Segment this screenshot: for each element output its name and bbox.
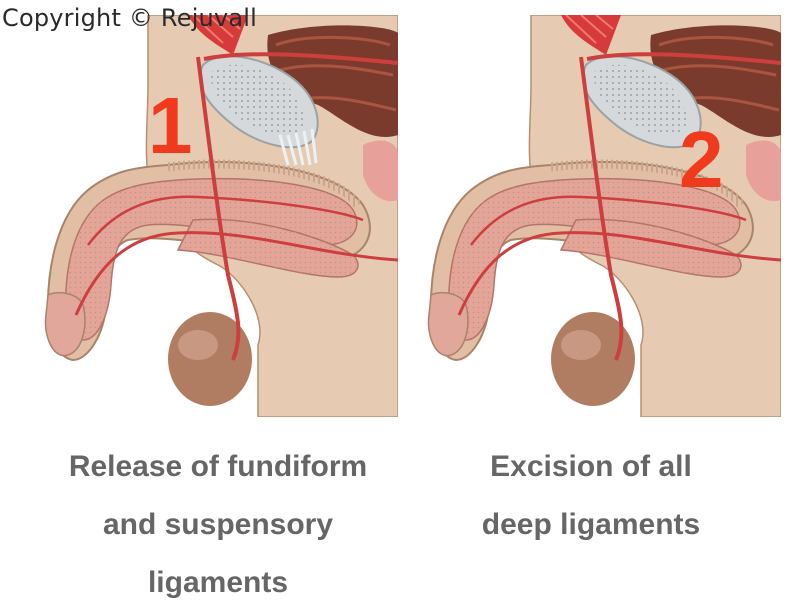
caption-step-2-line-2: deep ligaments bbox=[481, 508, 701, 541]
caption-step-1: Release of fundiform and suspensory liga… bbox=[28, 438, 408, 612]
caption-step-2: Excision of all deep ligaments bbox=[401, 438, 781, 554]
caption-step-1-line-1: Release of fundiform bbox=[68, 450, 368, 483]
step-number-2: 2 bbox=[679, 115, 724, 204]
caption-step-2-line-1: Excision of all bbox=[490, 450, 692, 483]
step-number-1: 1 bbox=[148, 81, 193, 170]
copyright-watermark: Copyright © Rejuvall bbox=[2, 4, 258, 32]
caption-step-1-line-2: and suspensory bbox=[102, 508, 334, 541]
anatomy-illustration-step-1: 1 bbox=[18, 15, 398, 417]
caption-step-1-line-3: ligaments bbox=[147, 566, 289, 599]
anatomy-illustration-step-2: 2 bbox=[401, 15, 781, 417]
